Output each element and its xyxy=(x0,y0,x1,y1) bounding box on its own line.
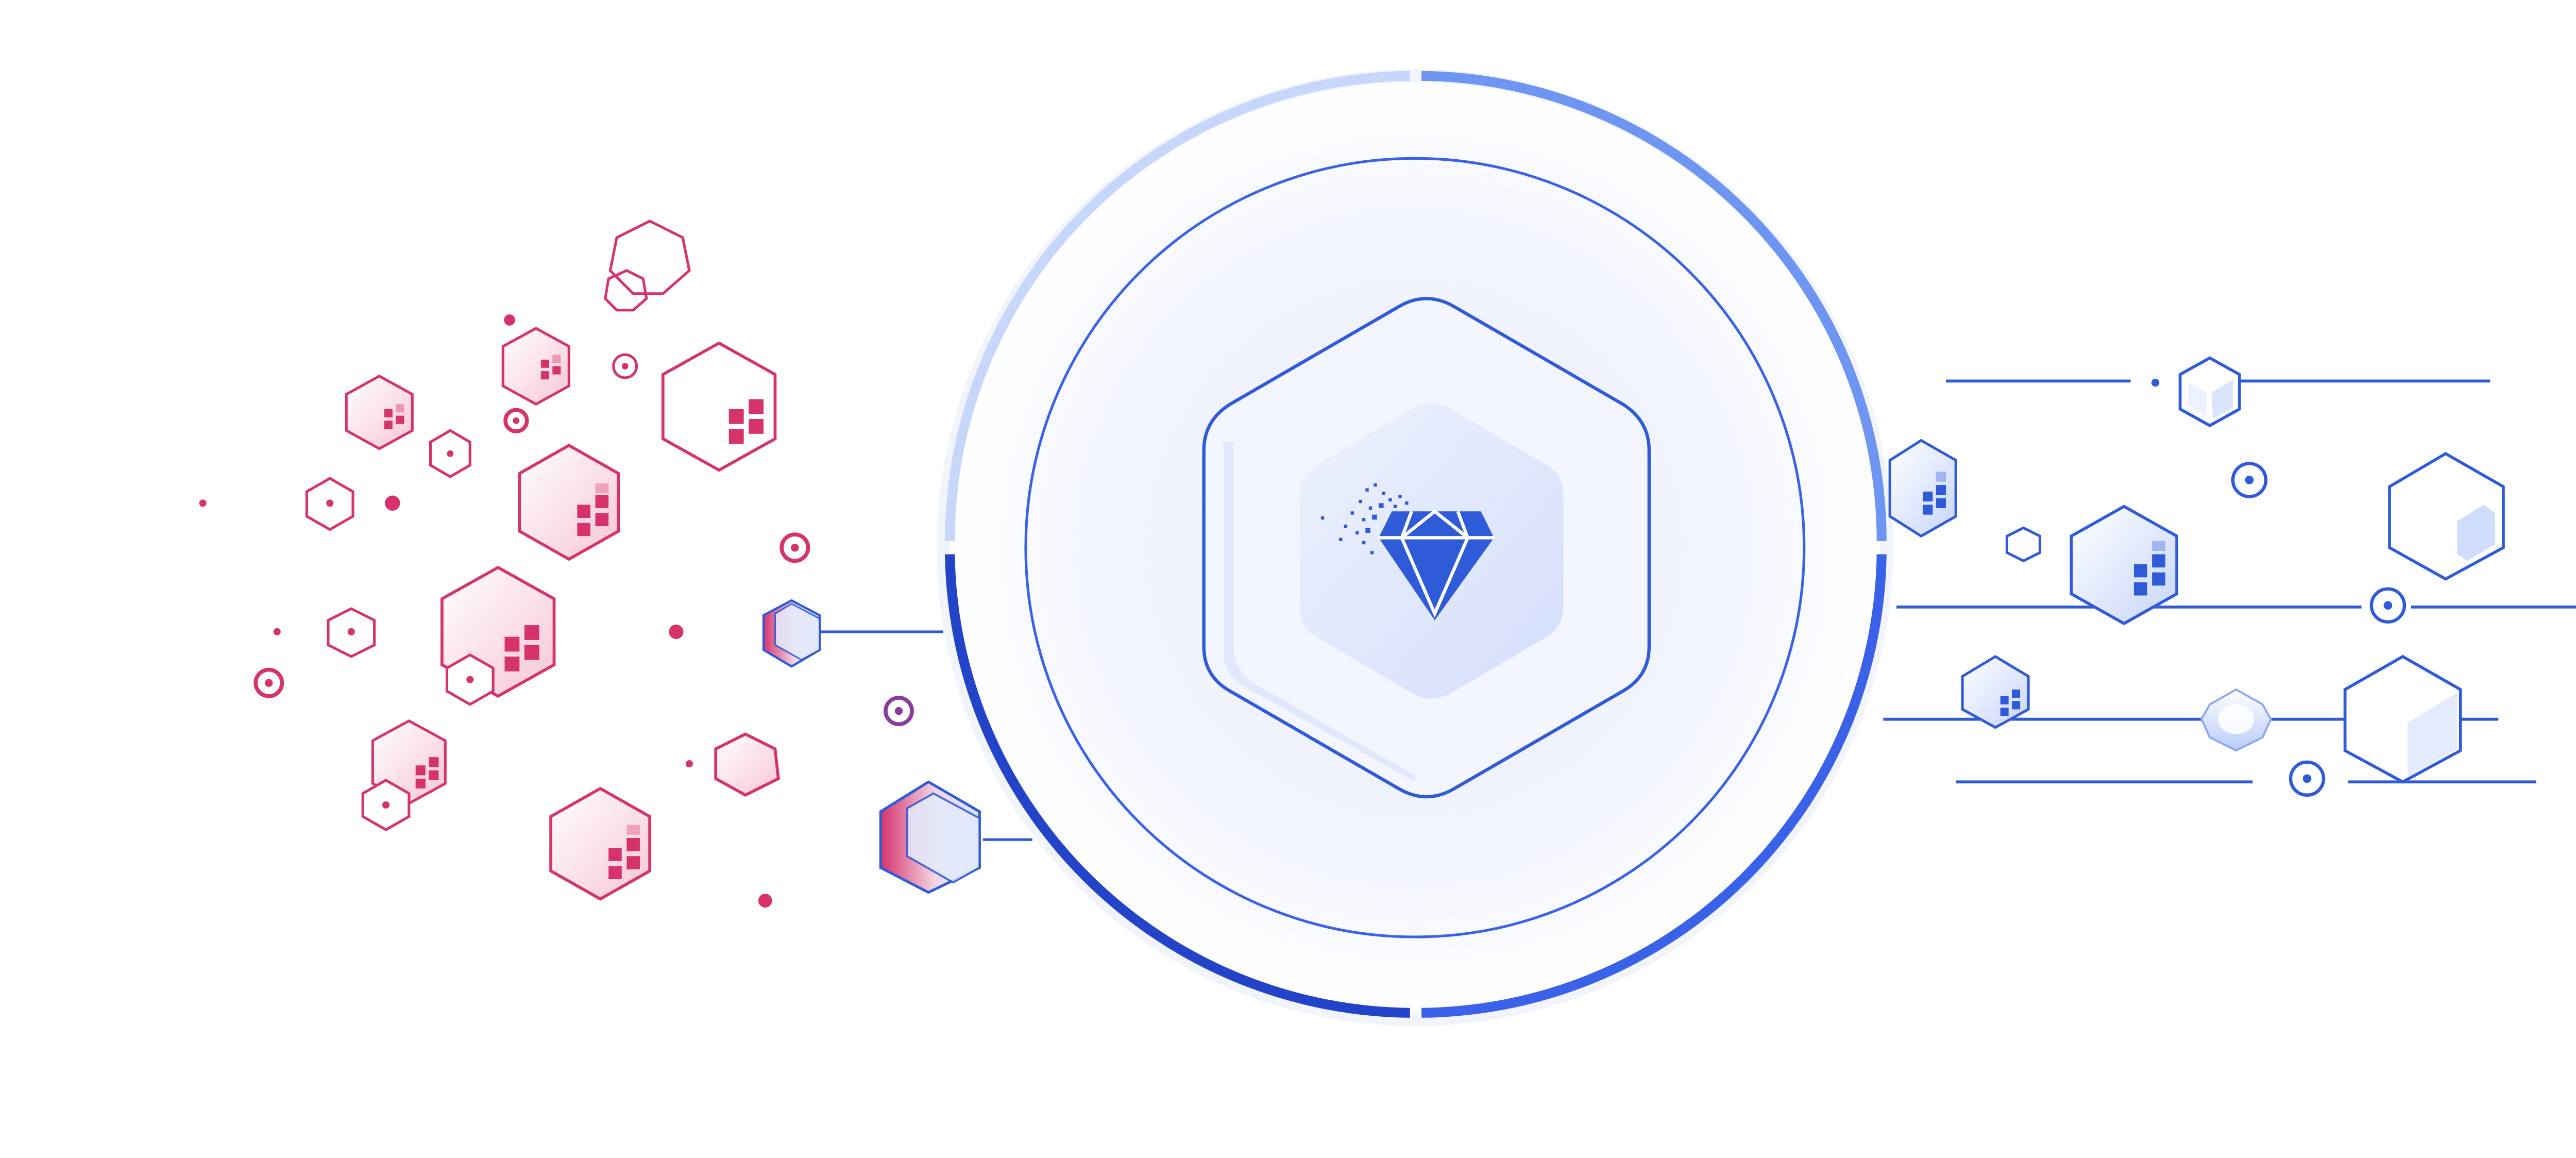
diamond-pixel-dust xyxy=(1320,483,1409,555)
ring-node-icon xyxy=(2369,587,2406,624)
ring-node-icon xyxy=(2231,462,2268,498)
grid-icon xyxy=(415,757,439,789)
outer-ring-bottom-left-arc xyxy=(945,554,1410,1018)
cube-icon xyxy=(2343,654,2462,784)
central-core xyxy=(937,69,1893,1026)
grid-icon xyxy=(540,355,561,380)
cube-icon xyxy=(518,443,620,561)
grid-icon xyxy=(384,404,404,429)
hexagon-icon xyxy=(429,429,471,479)
grid-icon xyxy=(577,483,609,536)
cube-icon xyxy=(1888,439,1957,538)
hexagon-icon xyxy=(604,220,691,312)
cube-icon xyxy=(1961,654,2030,729)
ring-node-icon xyxy=(884,696,914,727)
cube-icon xyxy=(879,780,981,894)
hexagon-icon xyxy=(714,732,780,797)
outer-ring-top-right-arc xyxy=(1421,71,1887,541)
hexagon-icon xyxy=(361,779,411,831)
cube-icon xyxy=(2178,356,2241,428)
cube-icon xyxy=(501,327,570,406)
cube-icon xyxy=(762,599,821,668)
outer-ring-top-left-arc xyxy=(945,71,1410,541)
diamond-icon xyxy=(1378,509,1495,620)
grid-icon xyxy=(608,825,640,880)
hexagon-icon xyxy=(2200,688,2272,752)
dots xyxy=(199,314,772,908)
grid-icon xyxy=(728,399,764,444)
dots xyxy=(2151,378,2160,387)
hexagon-icon xyxy=(305,477,354,531)
left-pink-cluster xyxy=(199,220,981,908)
right-blue-cluster xyxy=(1888,356,2505,797)
ring-node-icon xyxy=(779,532,810,563)
ring-node-icon xyxy=(612,353,638,379)
ring-node-icon xyxy=(2289,760,2326,797)
cube-icon xyxy=(2388,451,2505,581)
cube-icon xyxy=(345,374,414,450)
hexagon-icon xyxy=(2005,526,2042,563)
cube-icon xyxy=(2070,505,2179,626)
grid-icon xyxy=(2133,541,2165,596)
hexagon-icon xyxy=(445,653,495,706)
grid-icon xyxy=(2000,689,2021,716)
cube-icon xyxy=(661,341,777,472)
grid-icon xyxy=(504,625,539,672)
hexagon-icon xyxy=(327,607,376,658)
grid-icon xyxy=(1923,472,1946,515)
cube-icon xyxy=(549,786,652,901)
inner-ring xyxy=(1024,157,1806,938)
ring-node-icon xyxy=(503,408,529,433)
ring-node-icon xyxy=(253,667,284,698)
outer-ring-bottom-right-arc xyxy=(1421,554,1887,1018)
right-connector-lines xyxy=(1883,379,2576,784)
